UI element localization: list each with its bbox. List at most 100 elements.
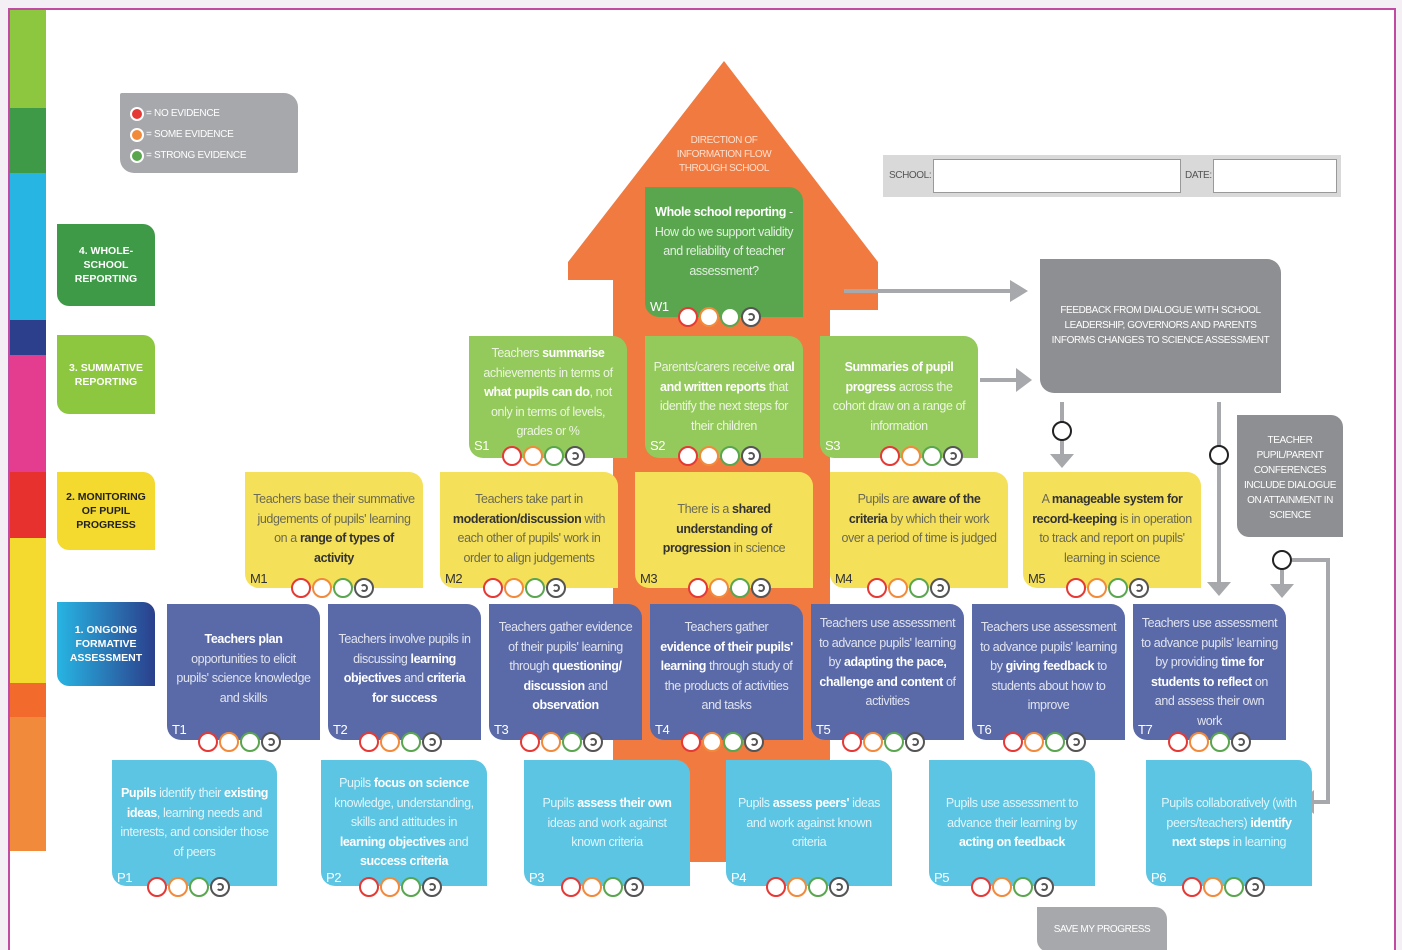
- some-evidence-toggle[interactable]: [168, 877, 188, 897]
- some-evidence-toggle[interactable]: [523, 446, 543, 466]
- some-evidence-toggle[interactable]: [380, 877, 400, 897]
- strong-evidence-toggle[interactable]: [720, 446, 740, 466]
- strong-evidence-toggle[interactable]: [1108, 578, 1128, 598]
- some-evidence-toggle[interactable]: [709, 578, 729, 598]
- stripe: [10, 10, 46, 108]
- no-evidence-toggle[interactable]: [766, 877, 786, 897]
- no-evidence-toggle[interactable]: [681, 732, 701, 752]
- strong-evidence-toggle[interactable]: [401, 877, 421, 897]
- no-evidence-toggle[interactable]: [483, 578, 503, 598]
- no-evidence-toggle[interactable]: [971, 877, 991, 897]
- strong-evidence-toggle[interactable]: [909, 578, 929, 598]
- no-evidence-toggle[interactable]: [198, 732, 218, 752]
- card-code: M5: [1028, 571, 1046, 586]
- some-evidence-toggle[interactable]: [504, 578, 524, 598]
- strong-evidence-toggle[interactable]: [189, 877, 209, 897]
- strong-evidence-toggle[interactable]: [240, 732, 260, 752]
- some-evidence-toggle[interactable]: [312, 578, 332, 598]
- no-evidence-toggle[interactable]: [678, 446, 698, 466]
- strong-evidence-toggle[interactable]: [1224, 877, 1244, 897]
- reset-icon[interactable]: [1245, 877, 1265, 897]
- no-evidence-toggle[interactable]: [1168, 732, 1188, 752]
- strong-evidence-toggle[interactable]: [1210, 732, 1230, 752]
- some-evidence-toggle[interactable]: [1203, 877, 1223, 897]
- strong-evidence-toggle[interactable]: [525, 578, 545, 598]
- no-evidence-toggle[interactable]: [502, 446, 522, 466]
- some-evidence-toggle[interactable]: [1087, 578, 1107, 598]
- reset-icon[interactable]: [943, 446, 963, 466]
- save-progress-button[interactable]: SAVE MY PROGRESS: [1037, 907, 1167, 950]
- some-evidence-toggle[interactable]: [541, 732, 561, 752]
- school-input[interactable]: [933, 159, 1181, 193]
- no-evidence-toggle[interactable]: [359, 877, 379, 897]
- some-evidence-toggle[interactable]: [888, 578, 908, 598]
- toggle-circle-icon[interactable]: [1272, 550, 1292, 570]
- some-evidence-toggle[interactable]: [901, 446, 921, 466]
- toggle-circle-icon[interactable]: [1052, 421, 1072, 441]
- no-evidence-toggle[interactable]: [1003, 732, 1023, 752]
- strong-evidence-toggle[interactable]: [1045, 732, 1065, 752]
- some-evidence-toggle[interactable]: [863, 732, 883, 752]
- no-evidence-toggle[interactable]: [520, 732, 540, 752]
- some-evidence-toggle[interactable]: [699, 446, 719, 466]
- some-evidence-toggle[interactable]: [699, 307, 719, 327]
- no-evidence-toggle[interactable]: [867, 578, 887, 598]
- some-evidence-toggle[interactable]: [787, 877, 807, 897]
- rating-circles: [1182, 877, 1265, 897]
- no-evidence-toggle[interactable]: [880, 446, 900, 466]
- reset-icon[interactable]: [930, 578, 950, 598]
- strong-evidence-toggle[interactable]: [544, 446, 564, 466]
- strong-evidence-toggle[interactable]: [562, 732, 582, 752]
- strong-evidence-toggle[interactable]: [720, 307, 740, 327]
- reset-icon[interactable]: [546, 578, 566, 598]
- reset-icon[interactable]: [583, 732, 603, 752]
- reset-icon[interactable]: [741, 307, 761, 327]
- date-input[interactable]: [1213, 159, 1337, 193]
- some-evidence-toggle[interactable]: [1024, 732, 1044, 752]
- reset-icon[interactable]: [744, 732, 764, 752]
- strong-evidence-toggle[interactable]: [730, 578, 750, 598]
- reset-icon[interactable]: [829, 877, 849, 897]
- reset-icon[interactable]: [354, 578, 374, 598]
- reset-icon[interactable]: [905, 732, 925, 752]
- no-evidence-toggle[interactable]: [147, 877, 167, 897]
- some-evidence-toggle[interactable]: [380, 732, 400, 752]
- strong-evidence-toggle[interactable]: [401, 732, 421, 752]
- some-evidence-toggle[interactable]: [702, 732, 722, 752]
- reset-icon[interactable]: [1034, 877, 1054, 897]
- strong-evidence-toggle[interactable]: [808, 877, 828, 897]
- strong-evidence-toggle[interactable]: [603, 877, 623, 897]
- no-evidence-toggle[interactable]: [688, 578, 708, 598]
- no-evidence-toggle[interactable]: [678, 307, 698, 327]
- reset-icon[interactable]: [422, 732, 442, 752]
- reset-icon[interactable]: [1066, 732, 1086, 752]
- card-bold-text: success criteria: [359, 854, 449, 868]
- toggle-circle-icon[interactable]: [1209, 445, 1229, 465]
- some-evidence-toggle[interactable]: [1189, 732, 1209, 752]
- no-evidence-toggle[interactable]: [561, 877, 581, 897]
- reset-icon[interactable]: [751, 578, 771, 598]
- strong-evidence-toggle[interactable]: [1013, 877, 1033, 897]
- strong-evidence-toggle[interactable]: [922, 446, 942, 466]
- some-evidence-toggle[interactable]: [219, 732, 239, 752]
- reset-icon[interactable]: [422, 877, 442, 897]
- some-evidence-toggle[interactable]: [582, 877, 602, 897]
- reset-icon[interactable]: [565, 446, 585, 466]
- reset-icon[interactable]: [261, 732, 281, 752]
- strong-evidence-toggle[interactable]: [723, 732, 743, 752]
- no-evidence-toggle[interactable]: [842, 732, 862, 752]
- reset-icon[interactable]: [210, 877, 230, 897]
- stripe: [10, 683, 46, 717]
- reset-icon[interactable]: [741, 446, 761, 466]
- reset-icon[interactable]: [624, 877, 644, 897]
- no-evidence-toggle[interactable]: [1182, 877, 1202, 897]
- strong-evidence-toggle[interactable]: [884, 732, 904, 752]
- no-evidence-toggle[interactable]: [1066, 578, 1086, 598]
- no-evidence-toggle[interactable]: [359, 732, 379, 752]
- card-code: M1: [250, 571, 268, 586]
- reset-icon[interactable]: [1129, 578, 1149, 598]
- some-evidence-toggle[interactable]: [992, 877, 1012, 897]
- reset-icon[interactable]: [1231, 732, 1251, 752]
- strong-evidence-toggle[interactable]: [333, 578, 353, 598]
- no-evidence-toggle[interactable]: [291, 578, 311, 598]
